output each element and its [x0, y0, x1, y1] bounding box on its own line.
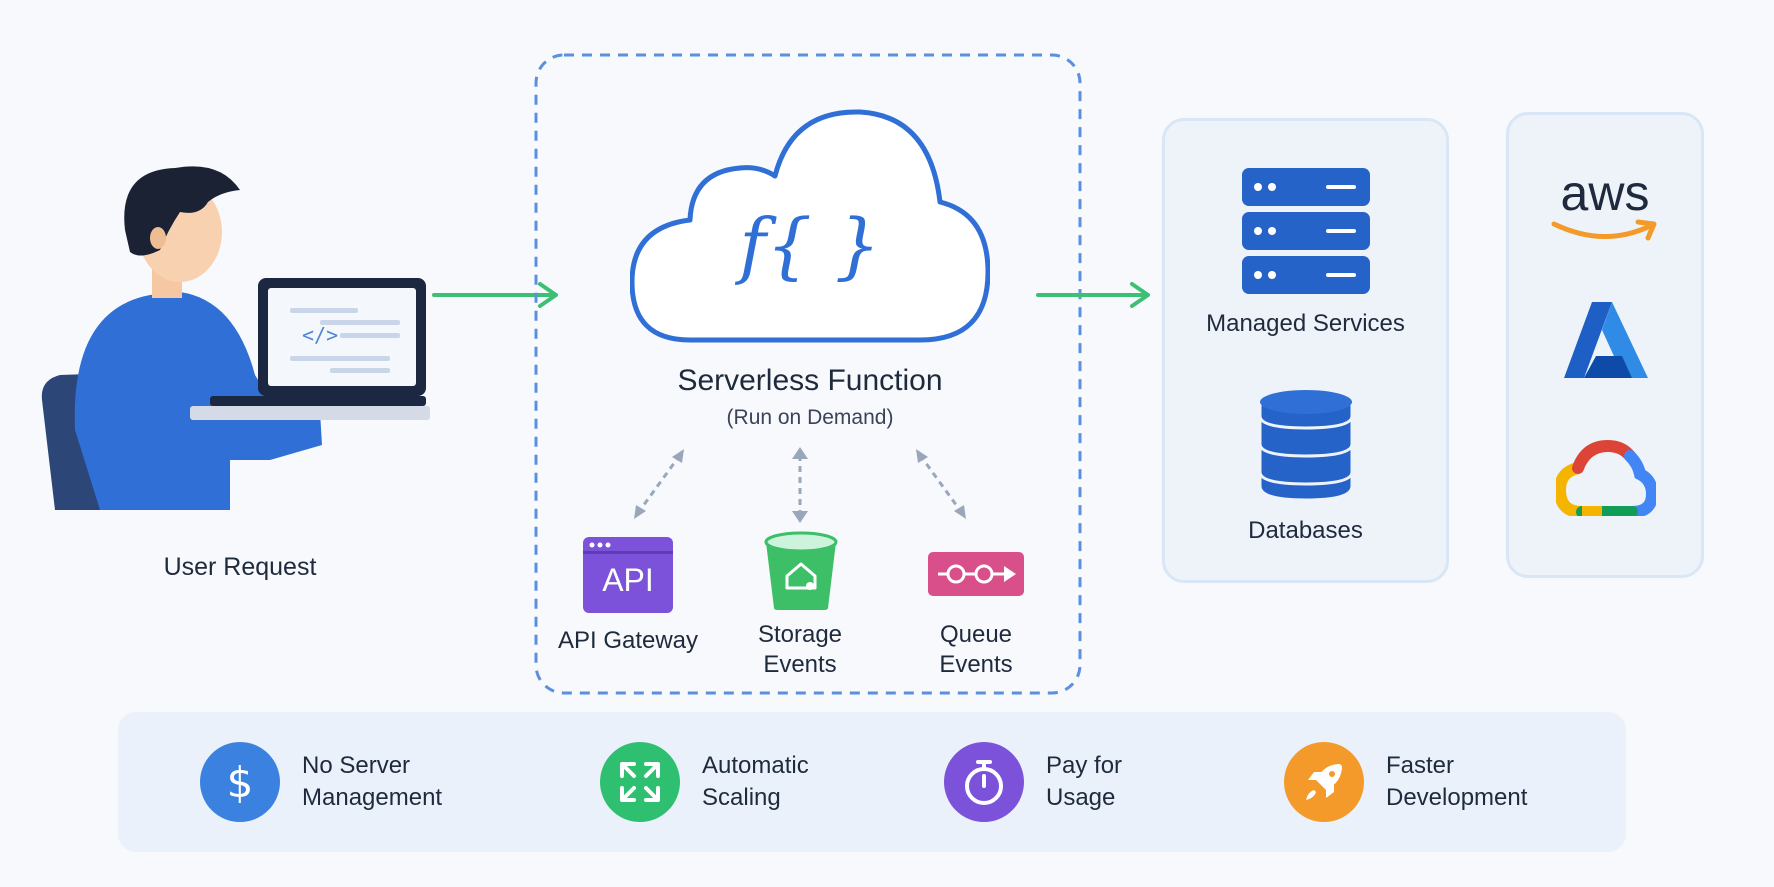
server-icon: [1242, 168, 1370, 294]
aws-logo-text: aws: [1560, 165, 1650, 221]
benefit-no-server-management: $ No Server Management: [200, 712, 530, 852]
storage-events-label-1: Storage: [757, 621, 843, 648]
request-arrow: [432, 282, 558, 308]
benefit-label-line-2: Management: [302, 784, 443, 811]
aws-logo-icon: [1551, 219, 1657, 241]
gcp-logo-icon: [1556, 440, 1656, 516]
providers-panel: [1506, 112, 1704, 578]
storage-events-label-2: Events: [763, 651, 837, 678]
benefit-automatic-scaling: Automatic Scaling: [600, 712, 930, 852]
cloud-icon: [630, 109, 990, 343]
benefit-label-line-2: Development: [1386, 784, 1528, 811]
queue-events-label-2: Events: [939, 651, 1013, 678]
azure-logo-icon: [1564, 302, 1648, 378]
function-boundary: [534, 53, 1082, 695]
benefit-label-line-2: Usage: [1046, 784, 1116, 811]
benefits-bar: $ No Server Management Automatic Scaling: [118, 712, 1626, 852]
service-arrow: [1036, 282, 1150, 308]
queue-icon: [928, 552, 1024, 596]
api-icon-text: API: [602, 562, 654, 598]
api-gateway-label: API Gateway: [557, 627, 699, 654]
api-icon: [583, 537, 673, 613]
stopwatch-icon: [944, 742, 1024, 822]
benefit-label-line-1: Faster: [1386, 752, 1455, 779]
dollar-icon: $: [200, 742, 280, 822]
database-icon: [1258, 390, 1354, 502]
trigger-connectors: [634, 447, 966, 523]
services-panel: [1162, 118, 1449, 583]
benefit-label-line-1: No Server: [302, 752, 411, 779]
function-glyph: f{ }: [739, 203, 881, 287]
user-request-label: User Request: [163, 553, 317, 581]
benefit-faster-development: Faster Development: [1284, 712, 1614, 852]
svg-text:$: $: [227, 758, 254, 807]
svg-text:</>: </>: [302, 323, 338, 347]
benefit-label-line-2: Scaling: [702, 784, 781, 811]
managed-services-label: Managed Services: [1206, 310, 1405, 337]
benefit-label-line-1: Pay for: [1046, 752, 1123, 779]
rocket-icon: [1284, 742, 1364, 822]
expand-arrows-icon: [600, 742, 680, 822]
benefit-pay-for-usage: Pay for Usage: [944, 712, 1274, 852]
user-at-laptop-illustration: </>: [41, 166, 430, 510]
queue-events-label-1: Queue: [939, 621, 1013, 648]
databases-label: Databases: [1248, 517, 1363, 544]
function-subtitle: (Run on Demand): [726, 406, 894, 429]
storage-bucket-icon: [764, 531, 838, 610]
function-title: Serverless Function: [677, 364, 943, 397]
benefit-label-line-1: Automatic: [702, 752, 809, 779]
